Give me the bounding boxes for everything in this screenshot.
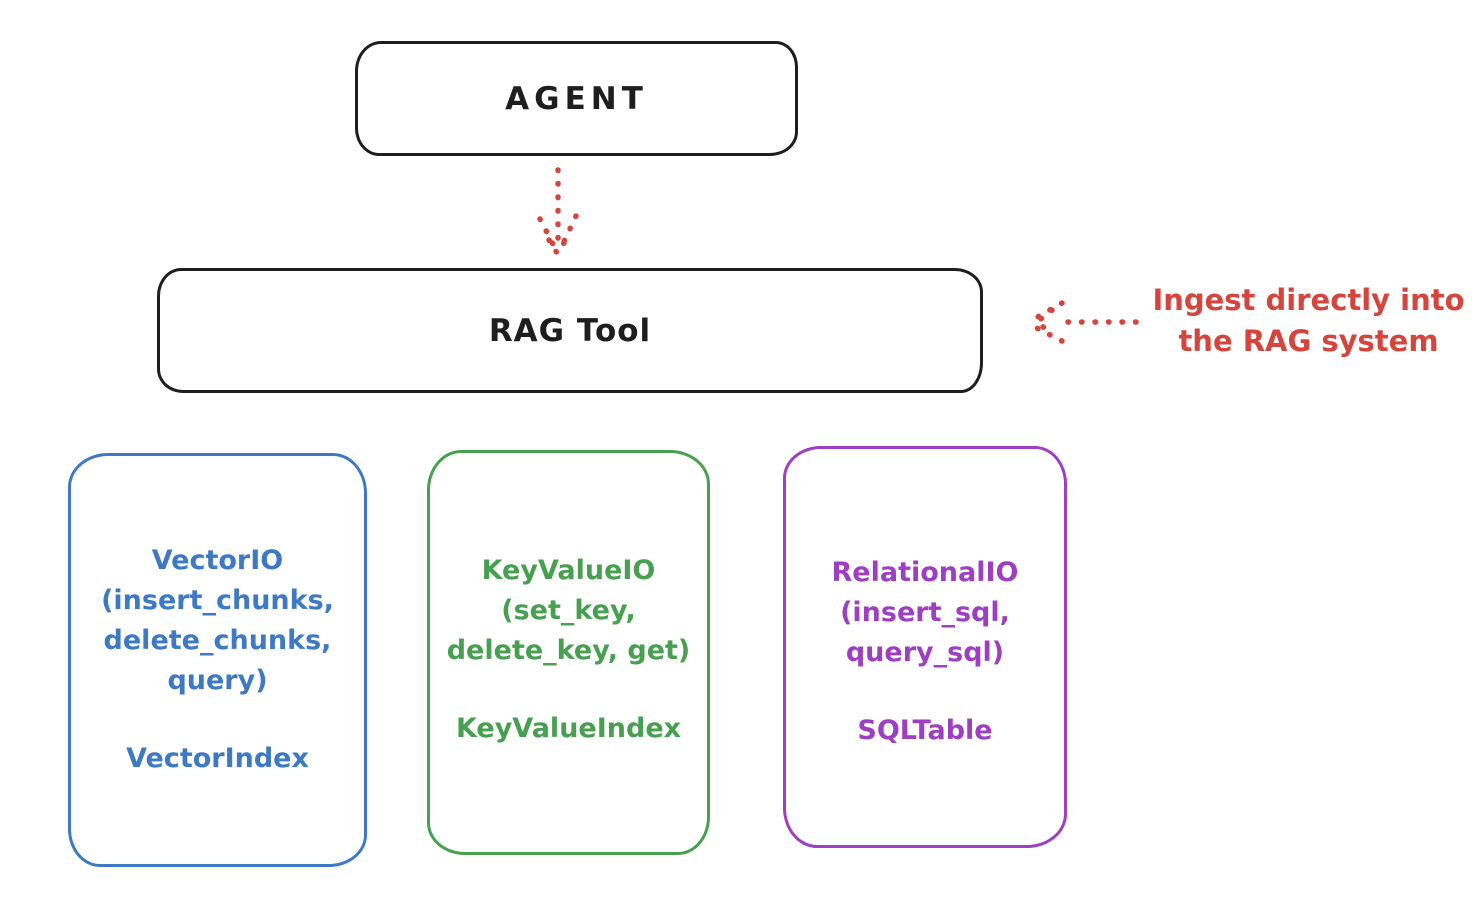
agent-node: AGENT bbox=[355, 41, 798, 156]
arrow-left-annotation-to-rag-icon bbox=[1024, 300, 1139, 344]
arrow-down-agent-to-rag-icon bbox=[537, 167, 579, 256]
backend-card-footer: VectorIndex bbox=[126, 743, 309, 774]
backend-card-footer: SQLTable bbox=[857, 715, 993, 746]
backend-card-body: KeyValueIO (set_key, delete_key, get) bbox=[446, 555, 691, 666]
rag-tool-node: RAG Tool bbox=[157, 268, 983, 393]
backend-card-keyvalue-io: KeyValueIO (set_key, delete_key, get) Ke… bbox=[427, 450, 710, 855]
rag-tool-label: RAG Tool bbox=[488, 312, 652, 349]
backend-card-relational-io: RelationalIO (insert_sql, query_sql) SQL… bbox=[783, 446, 1067, 848]
backend-card-vector-io: VectorIO (insert_chunks, delete_chunks, … bbox=[68, 453, 367, 867]
backend-card-body: VectorIO (insert_chunks, delete_chunks, … bbox=[101, 545, 334, 696]
backend-card-body: RelationalIO (insert_sql, query_sql) bbox=[831, 557, 1019, 668]
backend-card-footer: KeyValueIndex bbox=[455, 713, 682, 744]
annotation-ingest-note: Ingest directly into the RAG system bbox=[1152, 283, 1465, 358]
agent-label: AGENT bbox=[505, 80, 648, 117]
